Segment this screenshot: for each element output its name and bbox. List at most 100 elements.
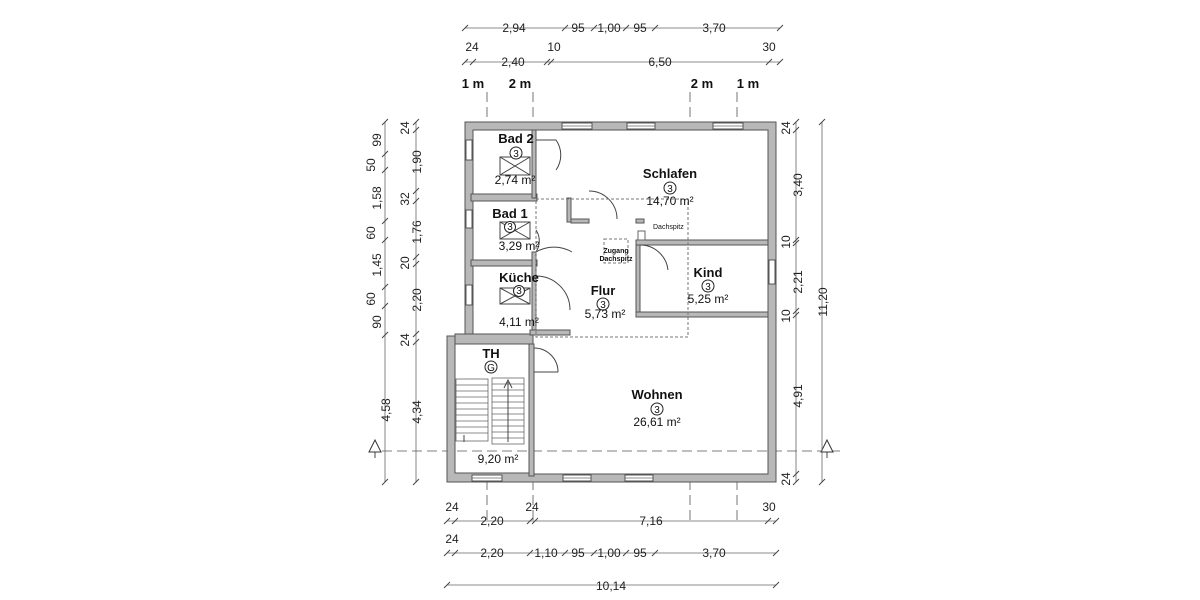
dim-left-outer-7: 90 — [370, 315, 384, 329]
room-wohnen: Wohnen 3 26,61 m² — [631, 387, 682, 429]
dim-right-2: 3,40 — [791, 173, 805, 197]
room-badge: 3 — [667, 184, 673, 195]
room-badge: 3 — [705, 282, 711, 293]
dim-top-wall-mid: 10 — [547, 40, 561, 54]
dim-bottom-wall-mid: 24 — [525, 500, 539, 514]
dim-top-1: 2,94 — [502, 21, 526, 35]
dim-left-inner-7: 24 — [398, 333, 412, 347]
dim-right-4: 2,21 — [791, 270, 805, 294]
section-marker-left — [368, 438, 382, 458]
room-bad-1: Bad 1 3 3,29 m² — [492, 206, 539, 253]
dim-left-inner-2: 1,90 — [410, 150, 424, 174]
room-name: Kind — [694, 265, 723, 280]
room-name: Bad 1 — [492, 206, 527, 221]
dim-left-inner-8: 4,34 — [410, 400, 424, 424]
dim-bottom-wall-left: 24 — [445, 500, 459, 514]
axis-label-right-1: 2 m — [691, 76, 713, 91]
door-swings — [533, 139, 669, 373]
room-schlafen: Schlafen 3 14,70 m² — [643, 166, 697, 208]
dim-right-6: 4,91 — [791, 384, 805, 408]
room-badge: 3 — [600, 300, 606, 311]
dim-top-4: 95 — [633, 21, 647, 35]
dim-bottom-wall-right: 30 — [762, 500, 776, 514]
room-badge: 3 — [507, 222, 513, 233]
dim-left-outer-8: 4,58 — [379, 398, 393, 422]
dim-bottom-r2-5: 95 — [633, 546, 647, 560]
room-area: 5,25 m² — [688, 292, 729, 306]
dim-left-inner-4: 1,76 — [410, 220, 424, 244]
dim-left-inner-6: 2,20 — [410, 288, 424, 312]
room-area: 4,11 m² — [499, 315, 539, 329]
windows — [465, 122, 776, 482]
right-dimension-lines — [792, 118, 826, 486]
room-area: 5,73 m² — [585, 307, 626, 321]
room-flur: Flur 3 5,73 m² — [585, 283, 626, 321]
axis-guide-lines — [382, 92, 840, 520]
room-bad-2: Bad 2 3 2,74 m² — [495, 131, 536, 187]
dim-left-outer-1: 99 — [370, 133, 384, 147]
dim-bottom-7-16: 7,16 — [639, 514, 663, 528]
axis-label-left-1: 1 m — [462, 76, 484, 91]
axis-label-right-2: 1 m — [737, 76, 759, 91]
dim-top-3: 1,00 — [597, 21, 621, 35]
room-name: TH — [482, 346, 499, 361]
dim-top-wall-left: 24 — [465, 40, 479, 54]
dim-right-5: 10 — [779, 309, 793, 323]
dim-bottom-total: 10,14 — [596, 579, 626, 593]
room-name: Wohnen — [631, 387, 682, 402]
axis-label-left-2: 2 m — [509, 76, 531, 91]
label-dachspitz: Dachspitz — [653, 224, 684, 231]
dim-right-7: 24 — [779, 472, 793, 486]
dim-top-2: 95 — [571, 21, 585, 35]
room-name: Küche — [499, 270, 539, 285]
room-kind: Kind 3 5,25 m² — [688, 265, 729, 306]
dim-left-outer-5: 1,45 — [370, 253, 384, 277]
staircase — [455, 377, 525, 445]
dim-bottom-r2-1: 2,20 — [480, 546, 504, 560]
dim-left-inner-1: 24 — [398, 121, 412, 135]
top-dimension-lines — [461, 24, 784, 66]
room-badge: 3 — [654, 405, 660, 416]
room-area: 26,61 m² — [633, 415, 680, 429]
dim-bottom-r2-3: 95 — [571, 546, 585, 560]
room-name: Bad 2 — [498, 131, 533, 146]
room-badge: 3 — [516, 286, 522, 297]
dim-bottom-wall-2: 24 — [445, 532, 459, 546]
bottom-dimension-lines — [443, 517, 780, 589]
label-zugang-dachspitz: Dachspitz — [599, 256, 633, 263]
label-zugang: Zugang — [603, 248, 628, 255]
room-name: Flur — [591, 283, 616, 298]
dim-top-6-50: 6,50 — [648, 55, 672, 69]
attic-access-outline — [535, 198, 689, 338]
dim-right-3: 10 — [779, 235, 793, 249]
dim-bottom-r2-4: 1,00 — [597, 546, 621, 560]
dim-top-wall-right: 30 — [762, 40, 776, 54]
dim-bottom-r2-6: 3,70 — [702, 546, 726, 560]
room-kueche: Küche 3 4,11 m² — [499, 270, 539, 329]
room-badge: G — [487, 363, 495, 374]
room-area: 2,74 m² — [495, 173, 536, 187]
room-badge: 3 — [513, 149, 519, 160]
dim-left-outer-6: 60 — [364, 292, 378, 306]
dim-top-2-40: 2,40 — [501, 55, 525, 69]
room-area: 9,20 m² — [478, 452, 519, 466]
room-name: Schlafen — [643, 166, 697, 181]
section-marker-right — [820, 438, 834, 458]
dim-left-outer-3: 1,58 — [370, 186, 384, 210]
room-treppenhaus: TH G 9,20 m² — [478, 346, 519, 466]
dim-right-total: 11,20 — [816, 287, 830, 316]
inner-walls — [454, 129, 769, 477]
dim-top-5: 3,70 — [702, 21, 726, 35]
dim-left-inner-5: 20 — [398, 256, 412, 270]
dim-bottom-r2-2: 1,10 — [534, 546, 558, 560]
dim-left-inner-3: 32 — [398, 192, 412, 206]
room-area: 14,70 m² — [646, 194, 693, 208]
dim-left-outer-2: 50 — [364, 158, 378, 172]
left-dimension-lines — [381, 118, 420, 486]
dim-bottom-2-20: 2,20 — [480, 514, 504, 528]
room-area: 3,29 m² — [499, 239, 540, 253]
dim-right-1: 24 — [779, 121, 793, 135]
bathroom-fixtures — [499, 156, 531, 305]
dim-left-outer-4: 60 — [364, 226, 378, 240]
